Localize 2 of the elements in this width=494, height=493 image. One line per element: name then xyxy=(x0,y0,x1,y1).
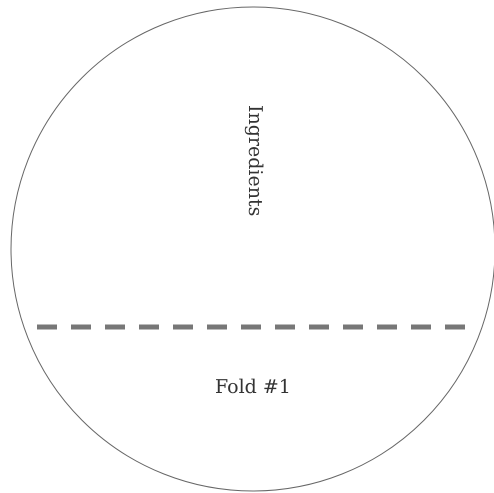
section-label: Ingredients xyxy=(244,104,266,216)
fold-label: Fold #1 xyxy=(215,376,291,398)
